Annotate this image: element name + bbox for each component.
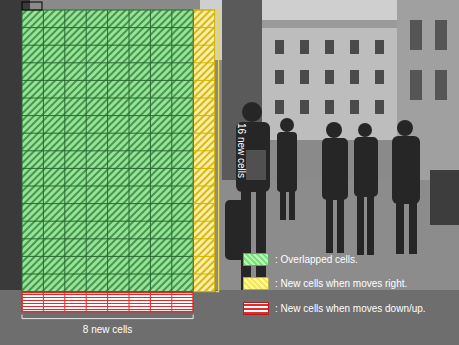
down-cells [22,293,193,312]
grid-line [22,274,193,275]
grid-line [64,293,65,312]
grid-line [22,80,193,81]
grid-line [86,293,87,312]
legend-text: : New cells when moves right. [275,278,407,289]
grid-line [43,293,44,312]
grid-line [193,256,214,257]
grid-line [193,186,214,187]
grid-line [22,203,193,204]
legend-swatch [243,302,269,315]
grid-line [150,293,151,312]
grid-line [193,293,194,312]
grid-line [193,98,214,99]
grid-line [22,238,193,239]
grid-line [193,45,214,46]
grid-line [129,293,130,312]
grid-line [22,10,193,11]
grid-line [22,221,193,222]
right-cells [193,10,214,292]
legend-text: : New cells when moves down/up. [275,303,426,314]
grid-line [22,62,193,63]
grid-line [193,27,214,28]
grid-line [193,238,214,239]
grid-line [22,115,193,116]
grid-line [22,27,193,28]
grid-line [193,203,214,204]
grid-line [22,45,193,46]
annotation-label: 8 new cells [83,324,132,335]
grid-line [22,98,193,99]
grid-line [193,62,214,63]
legend-swatch [243,277,269,290]
grid-line [193,115,214,116]
bracket [22,315,193,319]
grid-line [193,291,214,292]
grid-line [193,10,214,11]
grid-line [193,221,214,222]
grid-line [22,291,193,292]
grid-line [171,293,172,312]
overlapped-cells [22,10,193,292]
grid-line [22,293,23,312]
grid-line [193,133,214,134]
annotation-label: 16 new cells [237,122,248,177]
grid-line [107,293,108,312]
legend-swatch [243,253,269,266]
grid-line [193,150,214,151]
grid-line [193,168,214,169]
grid-line [193,80,214,81]
grid-line [22,150,193,151]
cell-marker [22,2,42,10]
grid-line [22,186,193,187]
bracket [216,10,219,292]
grid-line [22,168,193,169]
grid-line [193,274,214,275]
legend-text: : Overlapped cells. [275,254,358,265]
grid-line [22,133,193,134]
grid-line [22,256,193,257]
